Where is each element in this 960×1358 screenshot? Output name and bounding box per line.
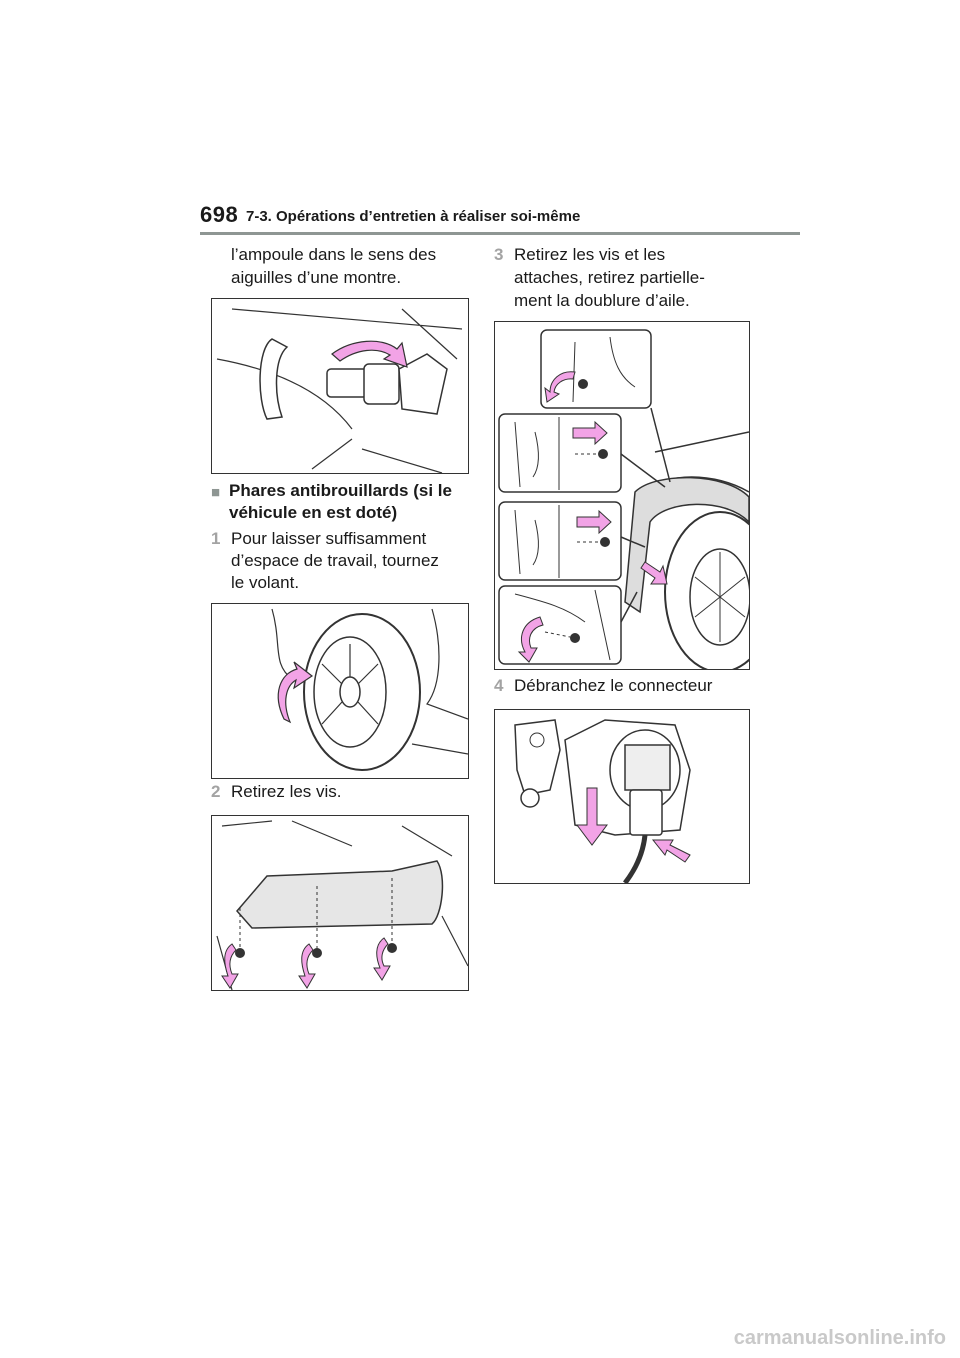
step-1-line-2: d’espace de travail, tournez <box>231 551 439 570</box>
fender-liner-illustration <box>498 329 749 669</box>
step-1-line-1: Pour laisser suffisamment <box>231 529 427 548</box>
heading-line-2: véhicule en est doté) <box>229 503 398 522</box>
connector-illustration <box>514 719 691 883</box>
intro-line-1: l’ampoule dans le sens des <box>231 245 437 264</box>
rotate-arrow-icon <box>331 340 408 368</box>
intro-line-2: aiguilles d’une montre. <box>231 268 402 287</box>
detail-b-arrow-icon <box>572 420 608 446</box>
watermark: carmanualsonline.info <box>733 1327 946 1349</box>
bulb-rotation-illustration <box>216 308 463 473</box>
step-4-number: 4 <box>494 676 504 695</box>
figure-bulb-rotation <box>211 298 469 474</box>
step-1-line-3: le volant. <box>231 573 300 592</box>
tire-illustration <box>271 608 468 771</box>
screw-arrow-icon-2 <box>298 943 316 989</box>
detail-c-arrow-icon <box>576 509 612 535</box>
step-3-number: 3 <box>494 245 504 264</box>
figure-disconnect-connector <box>494 709 750 884</box>
step-4-line-1: Débranchez le connecteur <box>514 676 713 695</box>
figure-remove-screws <box>211 815 469 991</box>
heading-bullet: ■ <box>211 484 221 501</box>
step-3-line-3: ment la doublure d’aile. <box>514 291 690 310</box>
splash-guard-illustration <box>216 820 468 990</box>
step-3-line-1: Retirez les vis et les <box>514 245 666 264</box>
figure-fender-liner <box>494 321 750 670</box>
step-2-line-1: Retirez les vis. <box>231 782 342 801</box>
detail-a-arrow-icon <box>544 371 576 403</box>
step-3-line-2: attaches, retirez partielle- <box>514 268 705 287</box>
turn-arrow-icon <box>277 661 314 724</box>
page-number: 698 <box>200 202 239 227</box>
press-arrow-icon <box>651 839 691 863</box>
section-title: 7-3. Opérations d’entretien à réaliser s… <box>246 208 581 225</box>
screw-arrow-icon-3 <box>373 937 391 981</box>
figure-turn-wheel <box>211 603 469 779</box>
heading-line-1: Phares antibrouillards (si le <box>229 481 452 500</box>
detail-d-arrow-icon <box>517 616 544 663</box>
screw-arrow-icon-1 <box>221 943 239 989</box>
liner-arrow-icon <box>640 561 668 585</box>
step-1-number: 1 <box>211 529 221 548</box>
header-rule <box>200 232 800 235</box>
step-2-number: 2 <box>211 782 221 801</box>
pull-down-arrow-icon <box>576 787 608 846</box>
